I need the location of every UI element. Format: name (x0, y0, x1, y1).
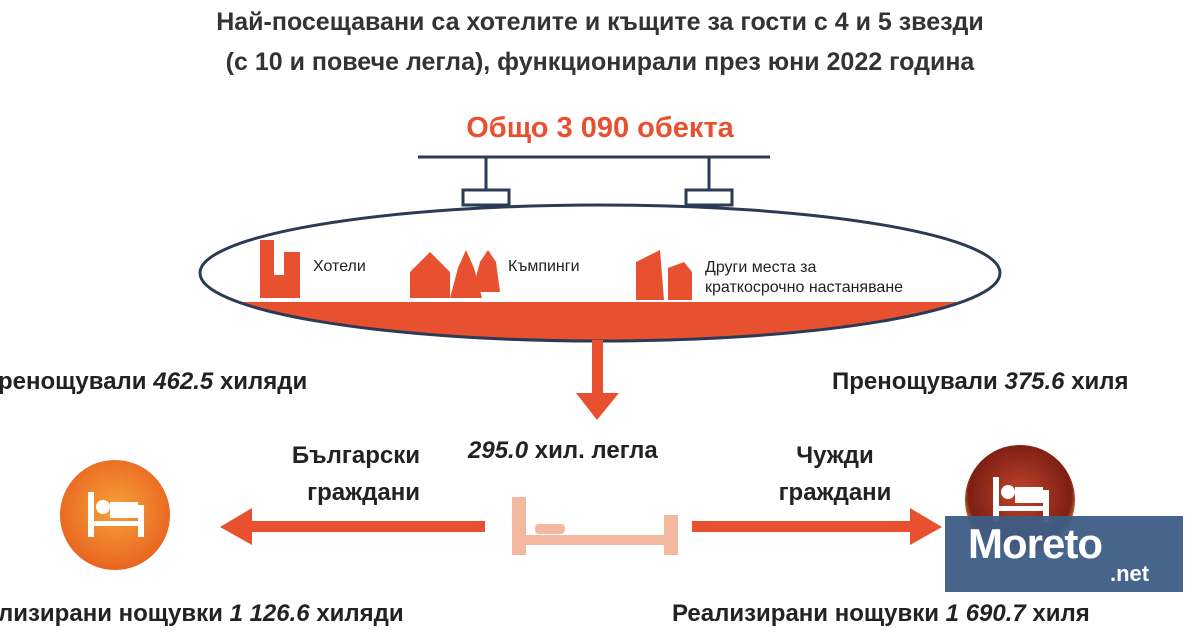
watermark-logo (945, 516, 1183, 592)
bed-icon (512, 497, 678, 555)
bulgarian-nights: лизирани нощувки 1 126.6 хиляди (0, 600, 404, 627)
bulgarian-guest-icon (60, 460, 170, 570)
foreign-overnight: Пренощували 375.6 хиля (832, 368, 1129, 395)
hotel-icon (260, 240, 300, 298)
category-hotels: Хотели (313, 258, 366, 275)
left-arrow (220, 508, 485, 545)
beds-total: 295.0 хил. легла (468, 437, 658, 464)
camping-icon (410, 250, 500, 298)
total-count: Общо 3 090 обекта (466, 112, 734, 144)
category-other-line1: Други места за (705, 259, 817, 276)
watermark-domain: .net (1110, 561, 1150, 586)
category-other-line2: краткосрочно настаняване (705, 279, 904, 296)
buildings-icon (636, 250, 692, 300)
title-line-1: Най-посещавани са хотелите и къщите за г… (216, 8, 984, 36)
bulgarian-overnight: ренощували 462.5 хиляди (0, 368, 308, 395)
category-other: Други места за краткосрочно настаняване (705, 258, 903, 298)
foreign-nights: Реализирани нощувки 1 690.7 хиля (672, 600, 1090, 627)
down-arrow (576, 340, 619, 420)
watermark-text: Moreto (968, 520, 1103, 567)
right-arrow (692, 508, 942, 545)
accommodation-ellipse (198, 203, 1002, 343)
connector-bar (418, 155, 770, 207)
category-campings: Къмпинги (508, 258, 580, 275)
title-line-2: (с 10 и повече легла), функционирали пре… (225, 48, 975, 76)
